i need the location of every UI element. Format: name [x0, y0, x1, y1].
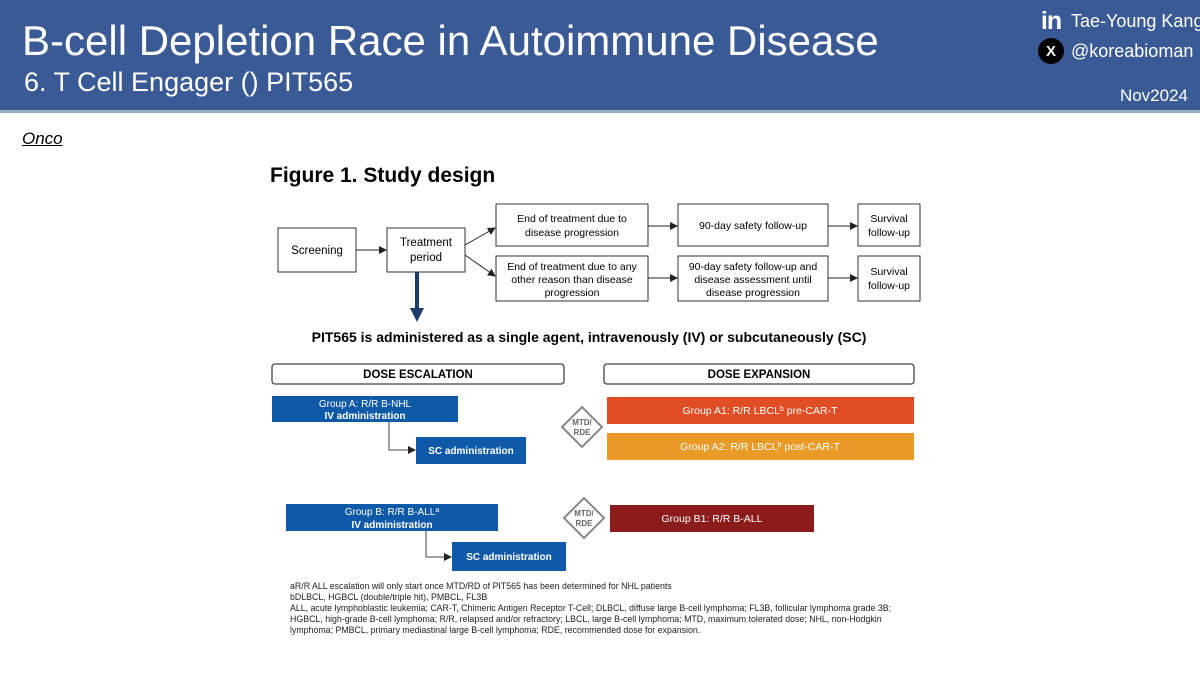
footnote-abbrev-3: lymphoma; PMBCL, primary mediastinal lar…: [290, 625, 701, 635]
group-a2-post: post-CAR-T: [782, 441, 841, 453]
group-a1-post: pre-CAR-T: [784, 405, 838, 417]
linkedin-link[interactable]: in Tae-Young Kang: [1038, 6, 1200, 35]
page-subtitle: 6. T Cell Engager () PIT565: [24, 67, 354, 97]
group-a1-pre: Group A1: R/R LBCL: [682, 405, 780, 417]
bot-safety-line1: 90-day safety follow-up and: [689, 261, 818, 273]
dose-escalation-header: [271, 363, 565, 385]
group-b-sc-label: SC administration: [466, 552, 552, 563]
group-a-iv-box: [272, 396, 458, 422]
top-survival-box: [857, 203, 921, 247]
group-a2-label: Group A2: R/R LBCLb post-CAR-T: [680, 441, 840, 453]
arrow-group-a-sc: [388, 422, 416, 454]
group-a2-sup: b: [778, 442, 782, 449]
linkedin-icon: in: [1040, 6, 1062, 35]
bot-safety-line3: disease progression: [706, 287, 800, 299]
group-b-iv-box: [286, 504, 498, 531]
treatment-period-box: [386, 227, 466, 273]
group-a1-box: [607, 397, 914, 424]
group-b-line1: Group B: R/R B-ALL: [345, 507, 436, 518]
group-a-sc-box: [416, 437, 526, 464]
top-survival-line1: Survival: [870, 213, 907, 225]
dose-expansion-header: [603, 363, 915, 385]
group-b1-label: Group B1: R/R B-ALL: [662, 513, 763, 525]
mtd-a-line2: RDE: [574, 428, 592, 437]
bot-end-line3: progression: [545, 287, 600, 299]
group-a1-label: Group A1: R/R LBCLb pre-CAR-T: [682, 405, 838, 417]
mtd-rde-diamond-a: [560, 405, 604, 449]
footnotes: aR/R ALL escalation will only start once…: [290, 581, 950, 636]
top-end-line2: disease progression: [525, 227, 619, 239]
footnote-a: aR/R ALL escalation will only start once…: [290, 581, 672, 591]
top-end-line1: End of treatment due to: [517, 213, 627, 225]
footnote-b: bDLBCL, HGBCL (double/triple hit), PMBCL…: [290, 592, 488, 602]
bot-survival-box: [857, 255, 921, 302]
bot-survival-line1: Survival: [870, 266, 907, 278]
dose-escalation-label: DOSE ESCALATION: [363, 369, 473, 381]
group-b-line1-text: Group B: R/R B-ALLa: [345, 507, 440, 519]
arrow-group-b-sc: [425, 531, 452, 561]
group-b-sup: a: [435, 507, 439, 514]
admin-statement: PIT565 is administered as a single agent…: [312, 329, 867, 345]
dose-expansion-label: DOSE EXPANSION: [708, 369, 811, 381]
treatment-label-line1: Treatment: [400, 237, 453, 249]
group-a-sc-label: SC administration: [428, 446, 514, 457]
study-design-diagram: Figure 1. Study design Screening Treatme…: [270, 164, 921, 571]
screening-box: [277, 227, 357, 273]
group-b1-box: [610, 505, 814, 532]
source-link[interactable]: Onco: [22, 129, 63, 148]
mtd-b-line2: RDE: [576, 519, 594, 528]
admin-arrow-head: [410, 308, 424, 322]
mtd-a-line1: MTD/: [572, 418, 592, 427]
group-a-line1: Group A: R/R B-NHL: [319, 399, 412, 410]
group-a1-sup: b: [780, 406, 784, 413]
arrow-to-bottom-branch: [464, 254, 496, 277]
top-survival-line2: follow-up: [868, 227, 910, 239]
bot-end-line2: other reason than disease: [511, 274, 633, 286]
top-safety-label: 90-day safety follow-up: [699, 220, 807, 232]
page-title: B-cell Depletion Race in Autoimmune Dise…: [22, 17, 879, 64]
arrow-to-top-branch: [464, 227, 496, 246]
header-divider: [0, 110, 1200, 113]
bot-end-line1: End of treatment due to any: [507, 261, 637, 273]
figure-title: Figure 1. Study design: [270, 164, 495, 187]
group-a-line2: IV administration: [324, 411, 405, 422]
group-b-line2: IV administration: [351, 520, 432, 531]
end-treatment-progression-box: [495, 203, 649, 247]
footnote-abbrev-2: HGBCL, high-grade B-cell lymphoma; R/R, …: [290, 614, 882, 624]
x-icon: X: [1038, 38, 1064, 64]
top-safety-followup-box: [677, 203, 829, 247]
admin-arrow-shaft: [415, 272, 419, 310]
group-b-sc-box: [452, 542, 566, 571]
bot-survival-line2: follow-up: [868, 280, 910, 292]
bot-safety-line2: disease assessment until: [694, 274, 811, 286]
group-a2-box: [607, 433, 914, 460]
linkedin-name: Tae-Young Kang: [1071, 10, 1200, 31]
mtd-b-line1: MTD/: [574, 509, 594, 518]
screening-label: Screening: [291, 245, 343, 257]
date-label: Nov2024: [1119, 86, 1188, 105]
group-a2-pre: Group A2: R/R LBCL: [680, 441, 778, 453]
footnote-abbrev-1: ALL, acute lymphoblastic leukemia; CAR-T…: [290, 603, 892, 613]
treatment-label-line2: period: [410, 252, 442, 264]
header-bar: [0, 0, 1200, 110]
bot-safety-assessment-box: [677, 255, 829, 302]
study-design-figure: Figure 1. Study design Screening Treatme…: [262, 150, 952, 585]
x-handle: @koreabioman: [1071, 40, 1194, 61]
x-link[interactable]: X @koreabioman: [1038, 38, 1193, 64]
mtd-rde-diamond-b: [562, 496, 606, 540]
